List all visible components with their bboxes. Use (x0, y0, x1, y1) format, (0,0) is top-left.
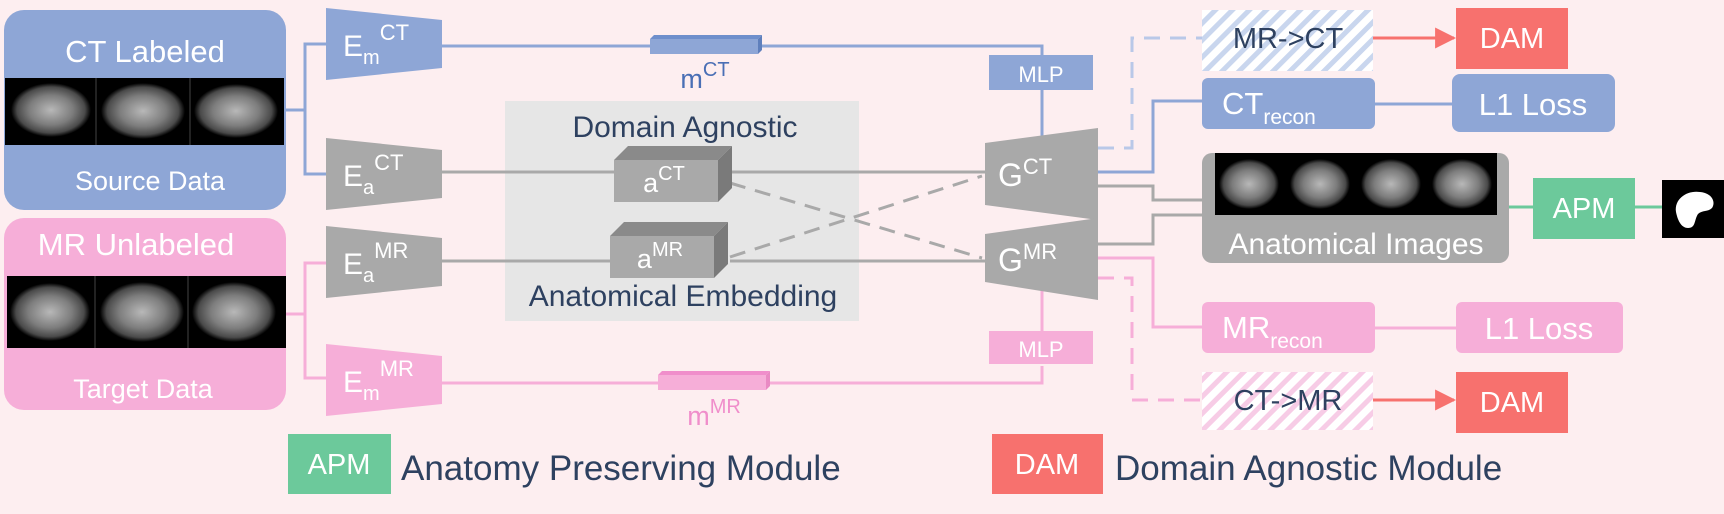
ct-to-mr-output: CT->MR (1202, 372, 1373, 430)
svg-text:CT->MR: CT->MR (1234, 385, 1343, 417)
a-mr-cube: aMR (610, 222, 728, 278)
mr-to-ct-output: MR->CT (1202, 10, 1373, 71)
legend-dam-text: Domain Agnostic Module (1115, 449, 1502, 488)
svg-text:EaCT: EaCT (343, 150, 403, 199)
segmentation-mask-icon (1662, 180, 1724, 238)
ct-slice-strip (5, 78, 284, 145)
target-title: MR Unlabeled (38, 227, 234, 262)
legend: APM Anatomy Preserving Module DAM Domain… (288, 434, 1502, 494)
encoder-em-mr: EmMR (326, 344, 442, 416)
embedding-caption: Anatomical Embedding (529, 280, 838, 313)
svg-text:APM: APM (1553, 193, 1616, 225)
svg-text:CTrecon: CTrecon (1222, 86, 1316, 129)
svg-text:L1 Loss: L1 Loss (1485, 311, 1594, 346)
dam-bottom: DAM (1456, 372, 1568, 433)
m-ct-code: mCT (650, 35, 762, 94)
dashed-connectors (729, 36, 1202, 402)
target-panel: MR Unlabeled Target Data (4, 218, 286, 410)
anatomical-images-label: Anatomical Images (1228, 228, 1483, 261)
svg-text:L1 Loss: L1 Loss (1479, 87, 1588, 122)
target-caption: Target Data (73, 374, 214, 404)
svg-text:GMR: GMR (998, 239, 1057, 278)
mlp-mr: MLP (989, 331, 1093, 364)
source-caption: Source Data (75, 166, 226, 196)
source-panel: CT Labeled Source Data (4, 10, 286, 210)
dam-top: DAM (1456, 8, 1568, 69)
mr-slice-strip (7, 276, 286, 348)
svg-text:MLP: MLP (1018, 62, 1063, 87)
embedding-title: Domain Agnostic (572, 111, 797, 144)
source-title: CT Labeled (65, 34, 225, 69)
embedding-region (505, 101, 859, 321)
m-mr-code: mMR (658, 371, 770, 431)
generator-g-ct: GCT (985, 128, 1098, 220)
svg-text:MRrecon: MRrecon (1222, 310, 1323, 353)
svg-text:EmCT: EmCT (343, 20, 409, 69)
l1-loss-ct: L1 Loss (1452, 74, 1615, 132)
svg-text:mCT: mCT (680, 59, 729, 94)
svg-text:MLP: MLP (1018, 337, 1063, 362)
svg-text:mMR: mMR (687, 396, 741, 431)
legend-dam-tag: DAM (1015, 449, 1079, 481)
svg-text:MR->CT: MR->CT (1233, 23, 1344, 55)
svg-text:aCT: aCT (643, 163, 685, 198)
anatomical-images: Anatomical Images (1202, 153, 1509, 263)
mr-recon-output: MRrecon (1202, 302, 1375, 353)
legend-apm-tag: APM (308, 449, 371, 481)
svg-text:EmMR: EmMR (343, 356, 414, 405)
connectors (286, 42, 1662, 385)
svg-text:EaMR: EaMR (343, 238, 408, 287)
svg-text:DAM: DAM (1480, 387, 1544, 419)
apm-box: APM (1533, 178, 1635, 239)
legend-dam-swatch (992, 434, 1103, 494)
l1-loss-mr: L1 Loss (1456, 302, 1623, 353)
svg-text:DAM: DAM (1480, 23, 1544, 55)
legend-apm-swatch (288, 434, 391, 494)
generator-g-mr: GMR (985, 218, 1098, 300)
encoder-em-ct: EmCT (326, 8, 442, 80)
encoder-ea-ct: EaCT (326, 138, 442, 210)
svg-text:aMR: aMR (637, 239, 683, 274)
encoder-ea-mr: EaMR (326, 226, 442, 298)
a-ct-cube: aCT (614, 146, 732, 202)
svg-text:GCT: GCT (998, 154, 1052, 193)
legend-apm-text: Anatomy Preserving Module (401, 449, 841, 488)
ct-recon-output: CTrecon (1202, 78, 1375, 129)
mlp-ct: MLP (989, 55, 1093, 90)
